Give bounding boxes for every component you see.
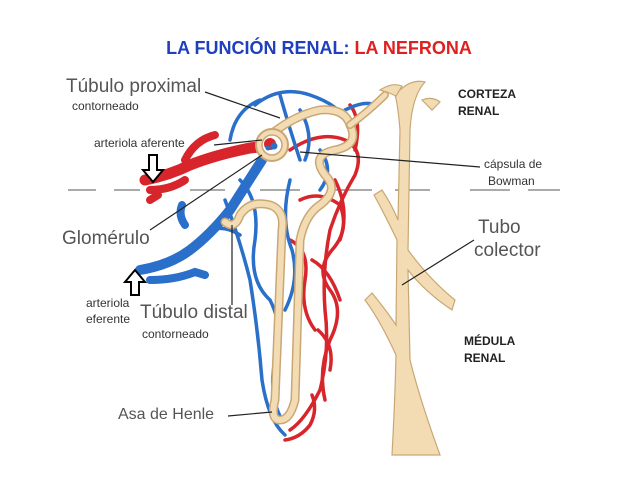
- label-glomerulo: Glomérulo: [62, 228, 150, 249]
- label-corteza: CORTEZA: [458, 87, 516, 101]
- title-part-2: LA NEFRONA: [354, 38, 472, 58]
- label-capsula-de: cápsula de: [484, 157, 543, 171]
- label-medula-renal: RENAL: [464, 351, 506, 365]
- label-corteza-renal: RENAL: [458, 104, 500, 118]
- nephron-tubule: [220, 91, 389, 425]
- label-contorneado-distal: contorneado: [142, 327, 209, 341]
- collecting-duct: [364, 80, 456, 456]
- label-arteriola-aferente: arteriola aferente: [94, 136, 185, 150]
- glomerulus: [264, 138, 278, 151]
- label-arteriola-eferente-2: eferente: [86, 312, 131, 326]
- arrow-up-efferent: [122, 268, 148, 296]
- leader-lines: [149, 91, 481, 417]
- title-part-1: LA FUNCIÓN RENAL:: [166, 38, 350, 58]
- arrow-down-afferent: [140, 154, 166, 184]
- label-arteriola-eferente-1: arteriola: [86, 296, 130, 310]
- label-colector: colector: [474, 240, 541, 261]
- label-tubulo-distal: Túbulo distal: [140, 302, 248, 323]
- label-medula: MÉDULA: [464, 334, 516, 348]
- label-tubo: Tubo: [478, 217, 521, 238]
- label-contorneado-proximal: contorneado: [72, 99, 139, 113]
- label-asa-de-henle: Asa de Henle: [118, 406, 215, 423]
- label-tubulo-proximal: Túbulo proximal: [66, 76, 202, 97]
- afferent-arteriole: [139, 140, 274, 186]
- blue-vessels: [208, 89, 377, 437]
- label-bowman: Bowman: [488, 174, 535, 188]
- page-title: LA FUNCIÓN RENAL: LA NEFRONA: [0, 38, 638, 59]
